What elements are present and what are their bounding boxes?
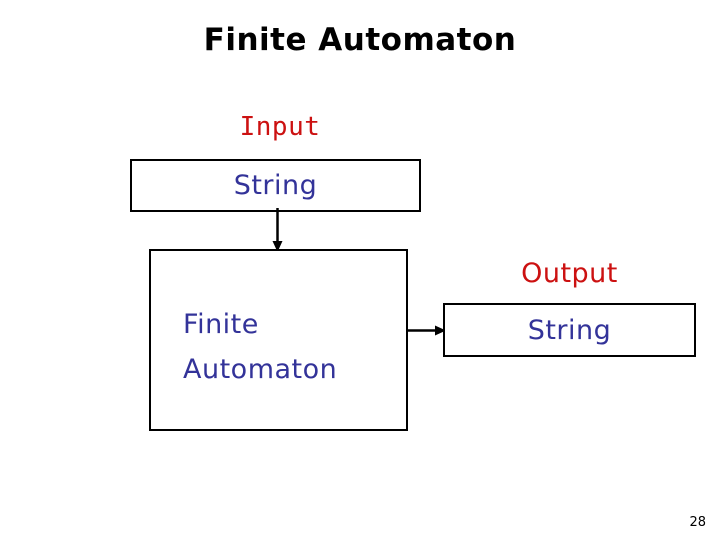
arrow-automaton-to-output-icon (408, 325, 446, 336)
input-string-text: String (233, 170, 318, 201)
arrow-input-to-automaton-icon (272, 208, 283, 252)
output-string-text: String (527, 315, 612, 346)
input-string-box: String (130, 159, 421, 212)
output-string-box: String (443, 303, 696, 357)
finite-automaton-box: Finite Automaton (149, 249, 408, 431)
automaton-label-line-2: Automaton (183, 354, 338, 385)
page-number: 28 (689, 515, 706, 530)
page-title: Finite Automaton (203, 22, 517, 58)
output-label: Output (521, 258, 618, 289)
input-label: Input (239, 112, 321, 142)
automaton-label-line-1: Finite (183, 309, 259, 340)
